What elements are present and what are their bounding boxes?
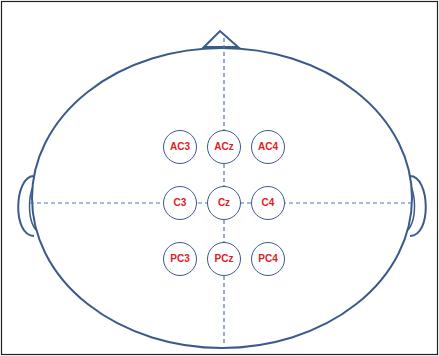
electrode-circle: AC4 xyxy=(251,130,285,164)
electrode-label: C3 xyxy=(174,198,187,208)
electrode-label: AC3 xyxy=(170,142,190,152)
electrode-circle: Cz xyxy=(207,186,241,220)
electrode-label: C4 xyxy=(262,198,275,208)
electrode-circle: C3 xyxy=(163,186,197,220)
electrode-circle: PC4 xyxy=(251,242,285,276)
electrode-circle: C4 xyxy=(251,186,285,220)
electrode-circle: AC3 xyxy=(163,130,197,164)
electrode-label: PC4 xyxy=(258,254,277,264)
electrode-circle: PCz xyxy=(207,242,241,276)
electrode-label: PC3 xyxy=(170,254,189,264)
electrode-label: AC4 xyxy=(258,142,278,152)
electrode-circle: PC3 xyxy=(163,242,197,276)
electrode-label: Cz xyxy=(218,198,230,208)
head-outline xyxy=(32,48,412,348)
nose xyxy=(204,31,238,47)
electrode-label: PCz xyxy=(215,254,234,264)
electrode-circle: ACz xyxy=(207,130,241,164)
electrode-label: ACz xyxy=(214,142,233,152)
